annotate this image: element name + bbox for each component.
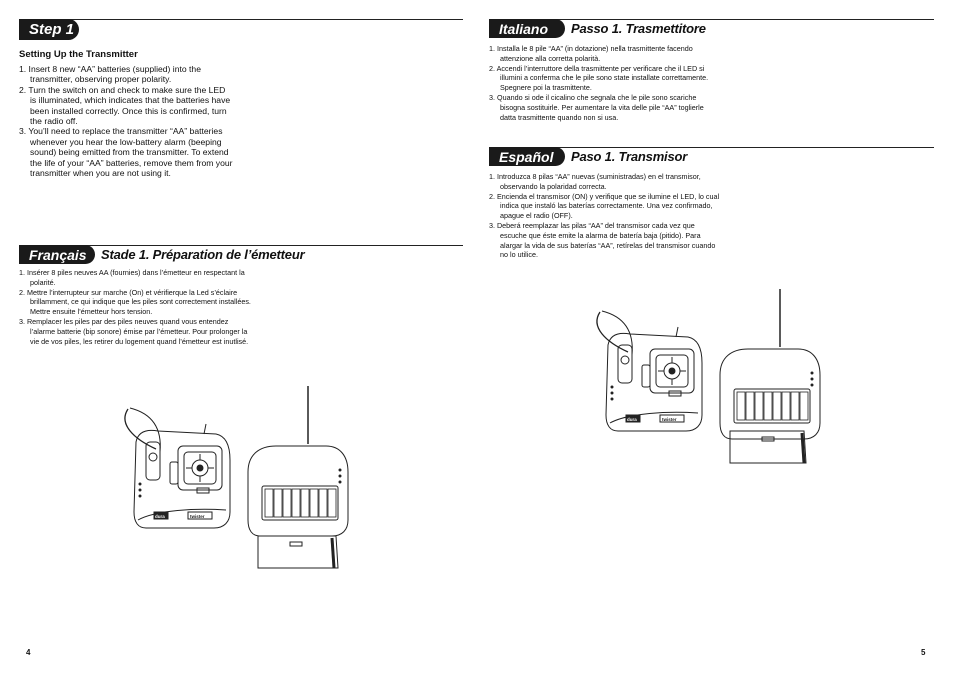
italian-rule [489, 19, 934, 20]
page-number-right: 5 [921, 648, 926, 657]
model-label: twister [190, 514, 205, 519]
spanish-heading: Paso 1. Transmisor [571, 149, 688, 164]
english-steps: 1. Insert 8 new “AA” batteries (supplied… [19, 64, 233, 178]
list-item: 2. Accendi l’interruttore della trasmitt… [489, 63, 709, 93]
model-label: twister [662, 417, 677, 422]
spanish-steps: 1. Introduzca 8 pilas “AA” nuevas (sumin… [489, 172, 721, 260]
list-item: 3. Quando si ode il cicalino che segnala… [489, 92, 704, 122]
list-item: 3. Remplacer les piles par des piles neu… [19, 316, 249, 346]
french-steps: 1. Insérer 8 piles neuves AA (fournies) … [19, 268, 251, 346]
italian-steps: 1. Installa le 8 pile “AA” (in dotazione… [489, 44, 721, 122]
list-item: 1. Installa le 8 pile “AA” (in dotazione… [489, 44, 693, 63]
french-heading: Stade 1. Préparation de l’émetteur [101, 247, 305, 262]
list-item: 3. You’ll need to replace the transmitte… [19, 126, 233, 179]
transmitter-illustration-right: dura twister [596, 289, 821, 464]
top-rule-left [19, 19, 463, 20]
italian-lang-badge: Italiano [489, 19, 565, 38]
brand-label: dura [155, 514, 165, 519]
spanish-lang-badge: Español [489, 147, 565, 166]
step-badge: Step 1 [19, 19, 79, 40]
list-item: 1. Insert 8 new “AA” batteries (supplied… [19, 64, 201, 85]
list-item: 2. Mettre l’interrupteur sur marche (On)… [19, 287, 251, 317]
english-subheading: Setting Up the Transmitter [19, 49, 138, 60]
list-item: 2. Turn the switch on and check to make … [19, 84, 231, 127]
spanish-rule [489, 147, 934, 148]
brand-label: dura [627, 417, 637, 422]
list-item: 2. Encienda el transmisor (ON) y verifiq… [489, 191, 720, 221]
list-item: 1. Insérer 8 piles neuves AA (fournies) … [19, 268, 245, 287]
list-item: 1. Introduzca 8 pilas “AA” nuevas (sumin… [489, 172, 701, 191]
french-lang-badge: Français [19, 245, 95, 264]
french-rule [19, 245, 463, 246]
transmitter-illustration-left: dura twister [124, 386, 349, 569]
page-number-left: 4 [26, 648, 31, 657]
list-item: 3. Deberá reemplazar las pilas “AA” del … [489, 220, 716, 260]
italian-heading: Passo 1. Trasmettitore [571, 21, 706, 36]
